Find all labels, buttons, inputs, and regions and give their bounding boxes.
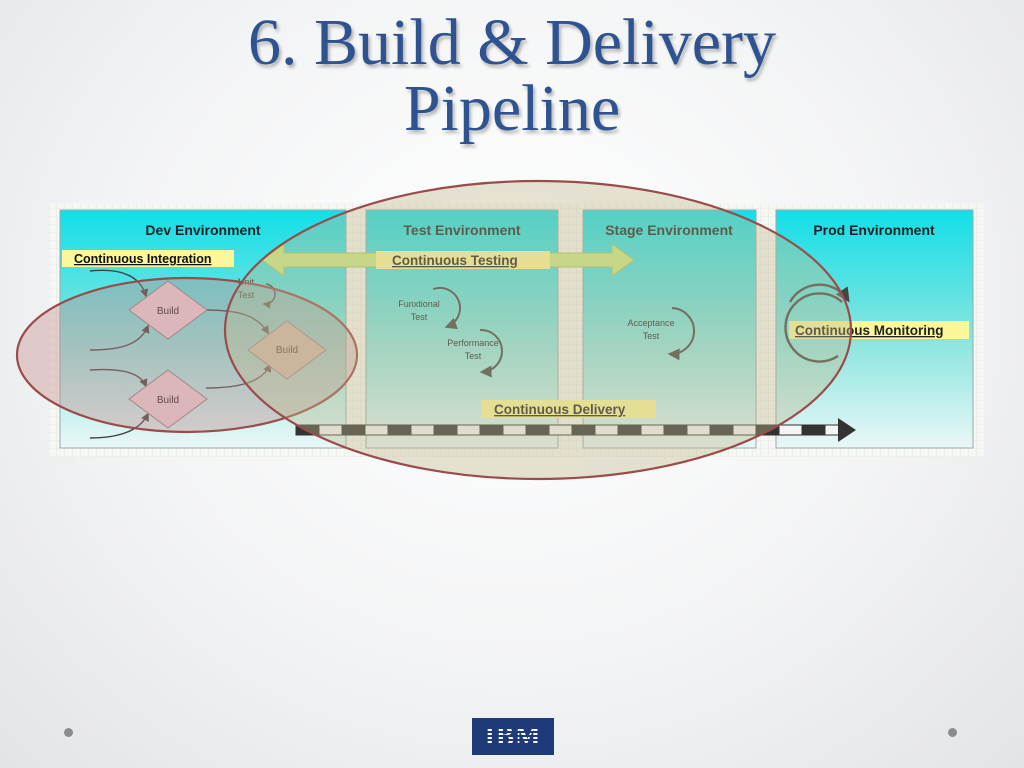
corner-dot-left	[64, 728, 73, 737]
build-diamond-merged: Build	[247, 320, 327, 380]
svg-text:Build: Build	[276, 345, 298, 356]
performance-test-label-2: Test	[465, 351, 482, 361]
delivery-track-segment	[778, 424, 803, 436]
continuous-delivery-track	[295, 424, 841, 436]
continuous-monitoring-label: Continuous Monitoring	[795, 323, 943, 338]
svg-text:Continuous Delivery: Continuous Delivery	[494, 402, 626, 417]
delivery-track-segment	[824, 424, 841, 436]
cd-highlight-ellipse	[223, 179, 853, 481]
slide-title: 6. Build & Delivery Pipeline	[0, 10, 1024, 142]
continuous-integration-label: Continuous Integration	[62, 250, 234, 267]
acceptance-test-label-1: Acceptance	[627, 318, 674, 328]
functional-test-label-2: Test	[411, 312, 428, 322]
unit-test-label-2: Test	[238, 290, 255, 300]
acceptance-test-loop: Acceptance Test	[627, 307, 696, 361]
svg-text:Build: Build	[157, 306, 179, 317]
performance-test-label-1: Performance	[447, 338, 499, 348]
svg-text:Continuous Integration: Continuous Integration	[74, 252, 211, 266]
continuous-testing-arrow: Continuous Testing	[261, 243, 635, 277]
functional-test-label-1: Funxtional	[398, 299, 440, 309]
continuous-monitoring-cycle: Continuous Monitoring	[784, 283, 969, 363]
ibm-logo-text: IBM	[484, 721, 542, 751]
continuous-testing-label: Continuous Testing	[392, 253, 518, 268]
build-diamond-bottom: Build	[128, 369, 208, 429]
env-title-prod: Prod Environment	[813, 222, 935, 238]
ibm-logo: IBM	[472, 718, 554, 755]
corner-dot-right	[948, 728, 957, 737]
performance-test-loop: Performance Test	[447, 328, 503, 378]
build-diamond-top: Build	[128, 280, 208, 340]
acceptance-test-label-2: Test	[643, 331, 660, 341]
env-title-test: Test Environment	[403, 222, 521, 238]
env-title-dev: Dev Environment	[145, 222, 260, 238]
delivery-track-segment	[801, 424, 826, 436]
continuous-delivery-label: Continuous Delivery	[481, 400, 656, 418]
ci-highlight-ellipse	[15, 276, 359, 434]
delivery-track-arrowhead	[838, 418, 856, 442]
functional-test-loop: Funxtional Test	[398, 287, 461, 330]
title-line-1: 6. Build & Delivery	[248, 6, 776, 79]
svg-text:Build: Build	[157, 395, 179, 406]
env-title-stage: Stage Environment	[605, 222, 733, 238]
title-line-2: Pipeline	[403, 72, 621, 145]
integration-arrows	[89, 269, 271, 439]
